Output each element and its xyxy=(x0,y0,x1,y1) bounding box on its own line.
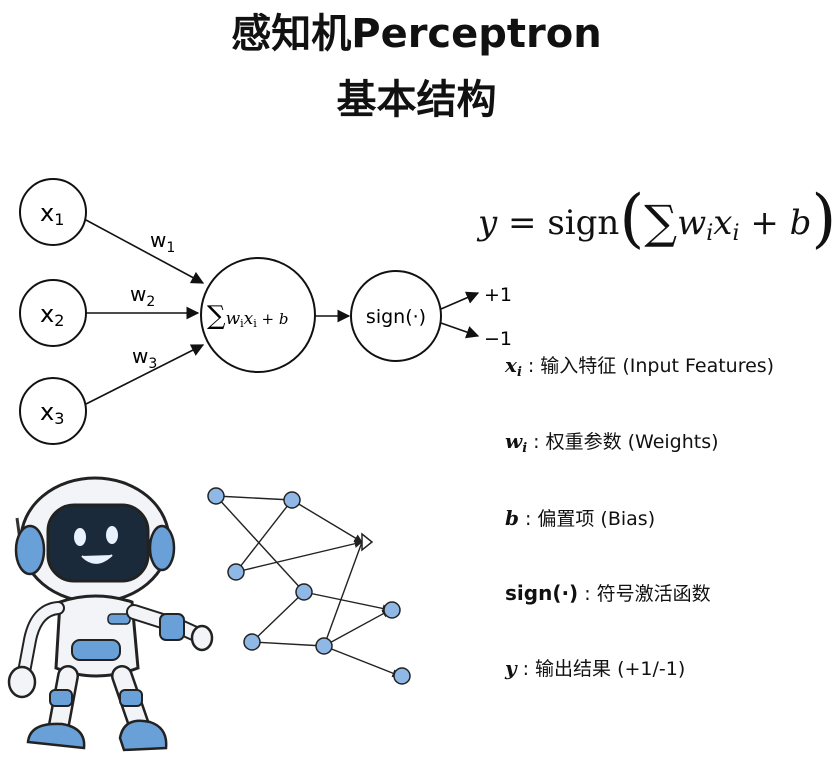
legend-row-b: b:偏置项 (Bias) xyxy=(505,506,656,530)
network-sketch xyxy=(215,495,401,678)
weight-label-2: w2 xyxy=(130,282,155,310)
legend-row-wi: wi:权重参数 (Weights) xyxy=(505,429,719,456)
weight-label-3: w3 xyxy=(132,344,157,372)
robot-illustration xyxy=(7,476,214,752)
output-plus-label: +1 xyxy=(484,284,512,306)
summation-node: ∑wixi + b xyxy=(200,257,316,373)
edge-x3-sum xyxy=(85,344,205,405)
svg-text:x3: x3 xyxy=(40,398,64,428)
input-node-1: x1 xyxy=(19,178,87,246)
legend-text-y: 输出结果 (+1/-1) xyxy=(535,658,686,680)
sign-node: sign(·) xyxy=(350,270,442,362)
legend-text-b: 偏置项 (Bias) xyxy=(537,508,656,530)
input-2-sub: 2 xyxy=(54,311,64,330)
input-node-3: x3 xyxy=(19,377,87,445)
output-minus-label: −1 xyxy=(484,328,512,350)
input-3-label: x xyxy=(40,398,54,426)
perceptron-formula: y = sign(∑wixi + b) xyxy=(478,182,833,256)
input-2-label: x xyxy=(40,300,54,328)
network-nodes xyxy=(207,487,411,685)
title-line-2: 基本结构 xyxy=(336,77,497,123)
edge-x1-sum xyxy=(85,219,205,284)
title-line-1: 感知机Perceptron xyxy=(231,11,602,57)
input-node-2: x2 xyxy=(19,279,87,347)
svg-text:x1: x1 xyxy=(40,199,64,229)
input-3-sub: 3 xyxy=(54,409,64,428)
input-1-label: x xyxy=(40,199,54,227)
legend-row-sign: sign(·):符号激活函数 xyxy=(505,581,711,605)
legend-text-xi: 输入特征 (Input Features) xyxy=(540,355,775,377)
legend-row-xi: xi:输入特征 (Input Features) xyxy=(505,353,775,380)
edge-output-minus xyxy=(440,322,480,339)
weight-label-1: w1 xyxy=(150,228,175,256)
sign-node-label: sign(·) xyxy=(366,306,426,328)
input-1-sub: 1 xyxy=(54,210,64,229)
svg-text:∑wixi + b: ∑wixi + b xyxy=(207,301,289,331)
legend-text-wi: 权重参数 (Weights) xyxy=(545,431,719,453)
legend-row-y: y:输出结果 (+1/-1) xyxy=(505,656,686,680)
legend-text-sign: 符号激活函数 xyxy=(596,583,711,605)
svg-text:x2: x2 xyxy=(40,300,64,330)
sum-sigma: ∑ xyxy=(207,301,226,331)
edge-output-plus xyxy=(440,291,480,310)
